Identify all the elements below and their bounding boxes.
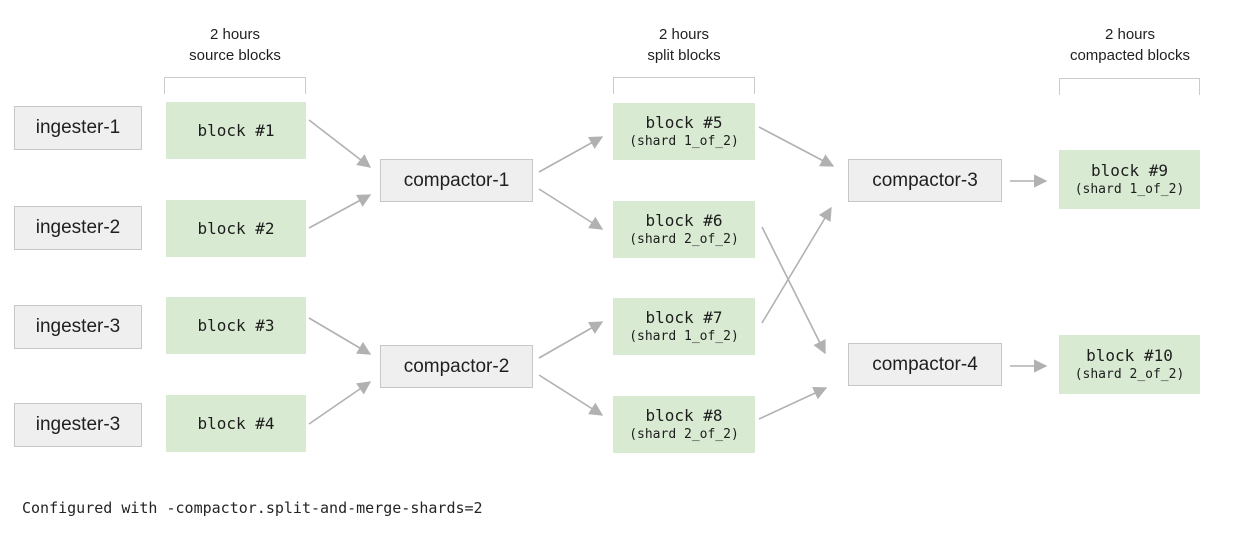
split-block-5-label: block #5 — [645, 113, 723, 132]
compactor-3-box: compactor-3 — [848, 159, 1002, 202]
header-compacted-line2: compacted blocks — [1069, 47, 1191, 64]
split-block-8: block #8 (shard 2_of_2) — [613, 396, 755, 453]
header-split-line2: split blocks — [647, 47, 721, 64]
source-block-2-label: block #2 — [197, 219, 275, 238]
compactor-1-label: compactor-1 — [403, 169, 510, 191]
split-block-6-shard: (shard 2_of_2) — [629, 232, 739, 247]
time-bracket-split — [613, 77, 755, 94]
split-block-8-label: block #8 — [645, 406, 723, 425]
ingester-1-label: ingester-1 — [35, 117, 121, 138]
arrow-block4-to-compactor2 — [308, 381, 372, 425]
split-block-7: block #7 (shard 1_of_2) — [613, 298, 755, 355]
arrow-block3-to-compactor2 — [308, 317, 372, 355]
source-block-1: block #1 — [166, 102, 306, 159]
ingester-4-label: ingester-3 — [35, 414, 121, 435]
arrow-compactor1-to-block5 — [538, 136, 604, 173]
compacted-block-10-label: block #10 — [1086, 346, 1173, 365]
compactor-3-label: compactor-3 — [872, 169, 978, 191]
split-block-6: block #6 (shard 2_of_2) — [613, 201, 755, 258]
compactor-1-box: compactor-1 — [380, 159, 533, 202]
arrow-block2-to-compactor1 — [308, 194, 372, 229]
arrow-block1-to-compactor1 — [308, 119, 372, 168]
ingester-4-box: ingester-3 — [14, 403, 142, 447]
split-block-8-shard: (shard 2_of_2) — [629, 427, 739, 442]
ingester-3-box: ingester-3 — [14, 305, 142, 349]
split-block-7-shard: (shard 1_of_2) — [629, 329, 739, 344]
compacted-block-9-label: block #9 — [1090, 161, 1169, 180]
compactor-2-label: compactor-2 — [403, 355, 510, 377]
split-block-5: block #5 (shard 1_of_2) — [613, 103, 755, 160]
arrow-block5-to-compactor3 — [758, 126, 835, 167]
arrow-block6-to-compactor4 — [761, 226, 826, 355]
ingester-3-label: ingester-3 — [35, 316, 121, 337]
header-compacted-blocks: 2 hours compacted blocks — [1015, 24, 1236, 66]
time-bracket-compacted — [1059, 78, 1200, 95]
arrow-compactor2-to-block8 — [538, 374, 604, 416]
compactor-4-label: compactor-4 — [872, 353, 978, 375]
arrow-block8-to-compactor4 — [758, 386, 828, 420]
header-split-line1: 2 hours — [658, 26, 710, 43]
time-bracket-source — [164, 77, 306, 94]
arrow-compactor2-to-block7 — [538, 321, 604, 359]
compacted-block-10: block #10 (shard 2_of_2) — [1059, 335, 1200, 394]
split-block-6-label: block #6 — [645, 211, 723, 230]
source-block-4: block #4 — [166, 395, 306, 452]
source-block-3-label: block #3 — [197, 316, 275, 335]
arrow-compactor1-to-block6 — [538, 188, 604, 230]
compacted-block-9: block #9 (shard 1_of_2) — [1059, 150, 1200, 209]
ingester-2-label: ingester-2 — [35, 217, 121, 238]
source-block-4-label: block #4 — [197, 414, 275, 433]
source-block-1-label: block #1 — [197, 121, 275, 140]
compactor-4-box: compactor-4 — [848, 343, 1002, 386]
header-source-line2: source blocks — [189, 47, 281, 64]
compacted-block-9-shard: (shard 1_of_2) — [1074, 182, 1185, 197]
header-split-blocks: 2 hours split blocks — [584, 24, 784, 66]
source-block-3: block #3 — [166, 297, 306, 354]
header-compacted-line1: 2 hours — [1104, 26, 1156, 43]
source-block-2: block #2 — [166, 200, 306, 257]
ingester-1-box: ingester-1 — [14, 106, 142, 150]
header-source-blocks: 2 hours source blocks — [135, 24, 335, 66]
compacted-block-10-shard: (shard 2_of_2) — [1074, 367, 1185, 382]
compactor-2-box: compactor-2 — [380, 345, 533, 388]
split-block-5-shard: (shard 1_of_2) — [629, 134, 739, 149]
header-source-line1: 2 hours — [209, 26, 261, 43]
split-block-7-label: block #7 — [645, 308, 723, 327]
arrow-block7-to-compactor3 — [761, 206, 832, 324]
ingester-2-box: ingester-2 — [14, 206, 142, 250]
footer-config-text: Configured with -compactor.split-and-mer… — [22, 499, 483, 517]
